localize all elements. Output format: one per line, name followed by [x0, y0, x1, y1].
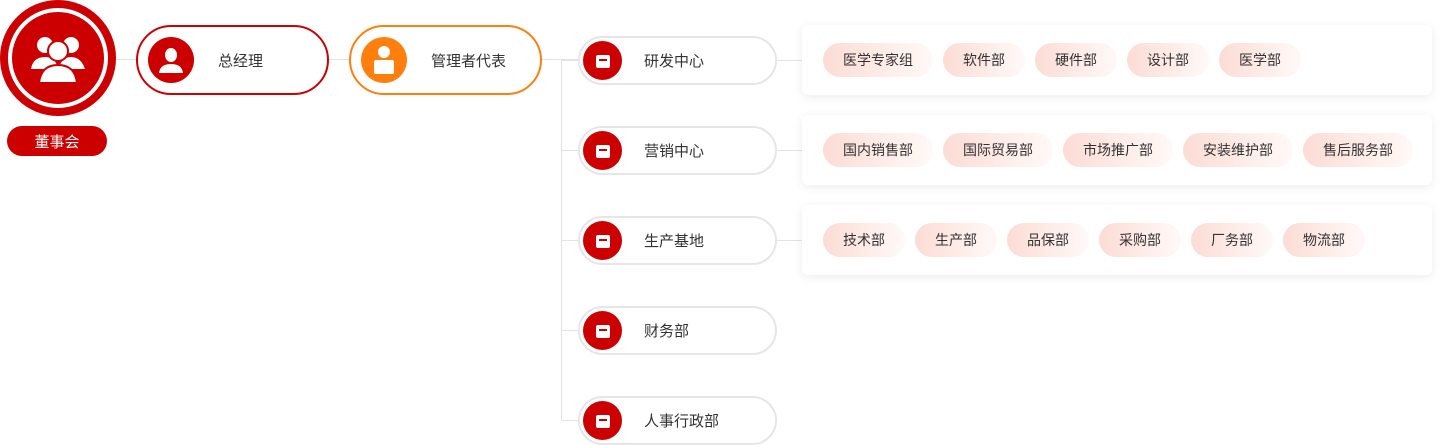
connector [561, 60, 579, 61]
finance-icon [595, 324, 610, 338]
sub-dept-tag[interactable]: 医学专家组 [823, 43, 933, 77]
sub-dept-tag[interactable]: 软件部 [943, 43, 1025, 77]
gm-node[interactable]: 总经理 [136, 25, 329, 95]
sub-dept-tag[interactable]: 物流部 [1283, 223, 1365, 257]
connector [561, 150, 579, 151]
hr-icon [595, 414, 610, 428]
dept-node[interactable]: 人事行政部 [578, 396, 777, 445]
sub-dept-tag[interactable]: 厂务部 [1191, 223, 1273, 257]
sub-dept-tag[interactable]: 国内销售部 [823, 133, 933, 167]
chart-icon [595, 144, 610, 158]
manager-icon [159, 48, 183, 73]
board-node[interactable] [0, 0, 116, 116]
sub-dept-tag[interactable]: 技术部 [823, 223, 905, 257]
sub-dept-tag[interactable]: 生产部 [915, 223, 997, 257]
dept-label: 生产基地 [644, 232, 705, 250]
sub-dept-tag[interactable]: 市场推广部 [1063, 133, 1173, 167]
sub-dept-card: 技术部生产部品保部采购部厂务部物流部 [802, 205, 1432, 275]
connector [561, 240, 579, 241]
sub-dept-tag[interactable]: 采购部 [1099, 223, 1181, 257]
connector [561, 420, 579, 421]
dept-label: 研发中心 [644, 52, 705, 70]
connector [561, 330, 579, 331]
dept-node[interactable]: 生产基地 [578, 216, 777, 265]
dept-node[interactable]: 财务部 [578, 306, 777, 355]
server-gear-icon [595, 54, 610, 68]
group-icon [31, 37, 85, 83]
dept-node[interactable]: 研发中心 [578, 36, 777, 85]
dept-label: 人事行政部 [644, 412, 720, 430]
board-label: 董事会 [7, 126, 107, 156]
gm-label: 总经理 [218, 51, 264, 70]
dept-label: 财务部 [644, 322, 690, 340]
sub-dept-tag[interactable]: 医学部 [1219, 43, 1301, 77]
sub-dept-tag[interactable]: 售后服务部 [1303, 133, 1413, 167]
sub-dept-tag[interactable]: 设计部 [1127, 43, 1209, 77]
dept-label: 营销中心 [644, 142, 705, 160]
sub-dept-card: 医学专家组软件部硬件部设计部医学部 [802, 25, 1432, 95]
sub-dept-card: 国内销售部国际贸易部市场推广部安装维护部售后服务部 [802, 115, 1432, 185]
sub-dept-tag[interactable]: 国际贸易部 [943, 133, 1053, 167]
rep-label: 管理者代表 [431, 51, 507, 70]
rep-node[interactable]: 管理者代表 [349, 25, 542, 95]
sub-dept-tag[interactable]: 品保部 [1007, 223, 1089, 257]
sub-dept-tag[interactable]: 安装维护部 [1183, 133, 1293, 167]
representative-icon [374, 46, 394, 74]
sub-dept-tag[interactable]: 硬件部 [1035, 43, 1117, 77]
dept-node[interactable]: 营销中心 [578, 126, 777, 175]
factory-icon [595, 234, 610, 248]
